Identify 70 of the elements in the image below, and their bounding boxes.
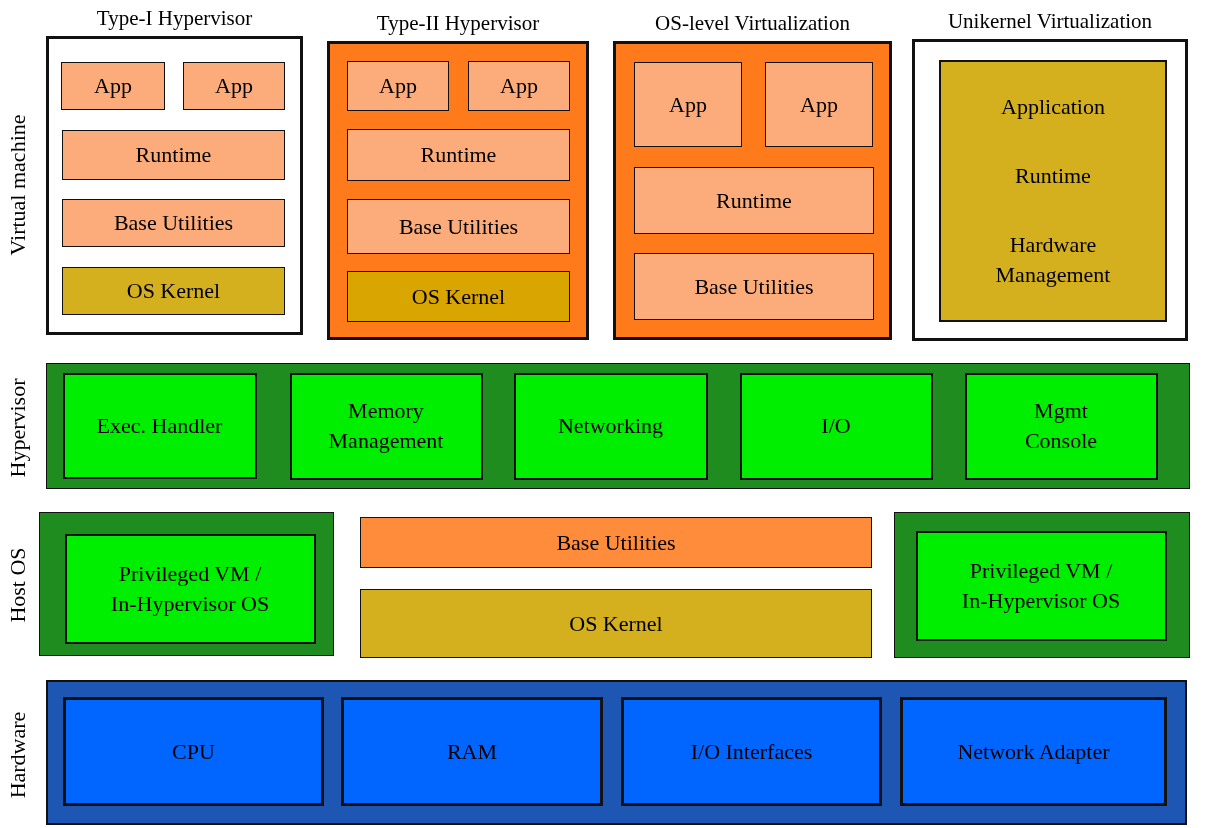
box-label: Mgmt Console (1023, 397, 1099, 455)
layer-label: Virtual machine (5, 114, 31, 256)
box-label: I/O (821, 412, 851, 440)
component-box (62, 267, 285, 315)
box-label: OS Kernel (126, 277, 221, 305)
box-label: Runtime (135, 141, 212, 169)
box-label: Networking (557, 412, 664, 440)
component-box (347, 199, 570, 254)
layer-band (894, 512, 1190, 658)
component-box (915, 530, 1167, 641)
box-label: Application (1001, 92, 1105, 121)
component-box (347, 271, 570, 322)
component-box (939, 60, 1167, 322)
component-box (634, 167, 874, 234)
box-label: OS Kernel (411, 282, 506, 311)
component-box (634, 253, 874, 320)
component-box (634, 62, 742, 147)
component-box (621, 697, 882, 806)
box-label: App (94, 72, 132, 100)
component-box (739, 372, 933, 480)
layer-label: Hardware (5, 711, 31, 799)
panel-heading: Type-II Hypervisor (376, 10, 540, 36)
box-label: Runtime (1015, 162, 1091, 190)
component-box (62, 372, 257, 479)
box-label: Base Utilities (398, 212, 519, 241)
box-label: App (215, 72, 253, 100)
component-box (347, 61, 449, 111)
component-box (62, 199, 285, 247)
component-box (63, 697, 324, 806)
component-box (183, 62, 285, 110)
component-box (900, 697, 1167, 806)
box-label: Hardware Management (994, 231, 1112, 290)
box-label: App (800, 90, 838, 119)
panel-heading: OS-level Virtualization (655, 10, 850, 36)
layer-label: Hypervisor (5, 378, 31, 478)
component-box (341, 697, 603, 806)
component-box (964, 372, 1158, 480)
box-label: Privileged VM / In-Hypervisor OS (109, 559, 271, 618)
layer-band (46, 363, 1190, 489)
component-box (468, 61, 570, 111)
panel-heading: Type-I Hypervisor (96, 5, 253, 31)
component-box (64, 533, 316, 644)
box-label: Base Utilities (556, 528, 676, 557)
box-label: Network Adapter (957, 737, 1110, 766)
box-label: Exec. Handler (96, 411, 223, 440)
component-box (513, 372, 708, 480)
component-box (765, 62, 873, 147)
layer-label: Host OS (5, 547, 31, 623)
component-box (62, 130, 285, 180)
component-box (360, 589, 872, 658)
box-label: CPU (172, 737, 215, 766)
box-label: RAM (446, 737, 498, 766)
component-box (61, 62, 165, 110)
box-label: Privileged VM / In-Hypervisor OS (960, 556, 1122, 615)
box-label: Runtime (716, 186, 792, 215)
panel-heading: Unikernel Virtualization (947, 8, 1153, 34)
component-box (347, 129, 570, 181)
box-label: OS Kernel (569, 609, 663, 638)
box-label: Runtime (420, 141, 497, 169)
component-box (360, 517, 872, 568)
box-label: I/O Interfaces (690, 737, 813, 766)
box-label: App (500, 72, 538, 100)
box-label: Base Utilities (694, 272, 814, 301)
box-label: Memory Management (327, 397, 445, 455)
component-box (289, 372, 483, 480)
layer-band (46, 680, 1187, 825)
box-label: App (669, 90, 707, 119)
box-label: Base Utilities (113, 209, 234, 237)
layer-band (39, 512, 334, 656)
box-label: App (379, 72, 417, 100)
